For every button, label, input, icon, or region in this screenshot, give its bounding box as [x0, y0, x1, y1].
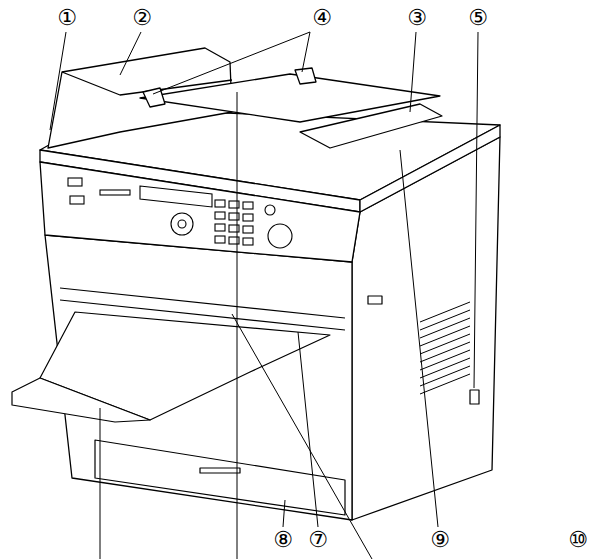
- callout-number: ⑦: [308, 529, 328, 551]
- callout-number: ⑨: [430, 529, 450, 551]
- side-slot: [368, 296, 382, 304]
- leader-line: [120, 32, 141, 75]
- key: [215, 200, 225, 207]
- key: [243, 238, 253, 245]
- leader-line: [400, 150, 438, 527]
- output-slot: [60, 288, 345, 318]
- leader-line: [410, 32, 416, 112]
- side-vents: [420, 302, 470, 394]
- printer-body: [40, 48, 500, 520]
- callout-number: ②: [132, 7, 152, 29]
- vent: [420, 310, 470, 330]
- button: [68, 178, 82, 186]
- vent: [420, 366, 470, 386]
- callout-number: ③: [407, 7, 427, 29]
- leader-line: [298, 332, 318, 527]
- power-switch: [470, 390, 479, 404]
- leader-line: [232, 314, 372, 559]
- start-button: [268, 224, 292, 248]
- callout-number: ④: [312, 7, 332, 29]
- vent: [420, 358, 470, 378]
- button: [265, 205, 275, 215]
- button: [70, 196, 84, 204]
- key: [215, 212, 225, 219]
- display: [140, 186, 212, 207]
- callout-number: ⑧: [273, 529, 293, 551]
- cover-handle: [200, 468, 240, 473]
- dial-center: [178, 220, 186, 228]
- vent: [420, 334, 470, 354]
- control-panel: [40, 162, 360, 262]
- callout-number: ①: [57, 7, 77, 29]
- leader-line: [153, 32, 310, 94]
- button: [100, 190, 130, 195]
- document-exit-tray: [300, 104, 442, 148]
- key: [243, 214, 253, 221]
- front-cover: [95, 440, 345, 515]
- dial: [171, 213, 193, 235]
- paper-path: [12, 288, 479, 515]
- vent: [420, 318, 470, 338]
- vent: [420, 326, 470, 346]
- leader-line: [237, 92, 238, 559]
- document-guide: [295, 68, 316, 84]
- panel-controls: [68, 178, 292, 248]
- leader-line: [474, 32, 478, 388]
- key: [215, 224, 225, 231]
- leader-line: [50, 32, 66, 130]
- key: [215, 236, 225, 243]
- vent: [420, 342, 470, 362]
- leader-line: [302, 32, 310, 72]
- key: [243, 202, 253, 209]
- callout-number: ⑩: [568, 529, 588, 551]
- vent: [420, 350, 470, 370]
- key: [243, 226, 253, 233]
- vent: [420, 374, 470, 394]
- lid-edge: [360, 125, 500, 212]
- leader-line: [100, 408, 101, 559]
- leader-line: [283, 500, 285, 527]
- vent: [420, 302, 470, 322]
- tray-extender: [12, 378, 150, 422]
- callout-number: ⑤: [468, 7, 488, 29]
- leader-lines: [50, 32, 478, 559]
